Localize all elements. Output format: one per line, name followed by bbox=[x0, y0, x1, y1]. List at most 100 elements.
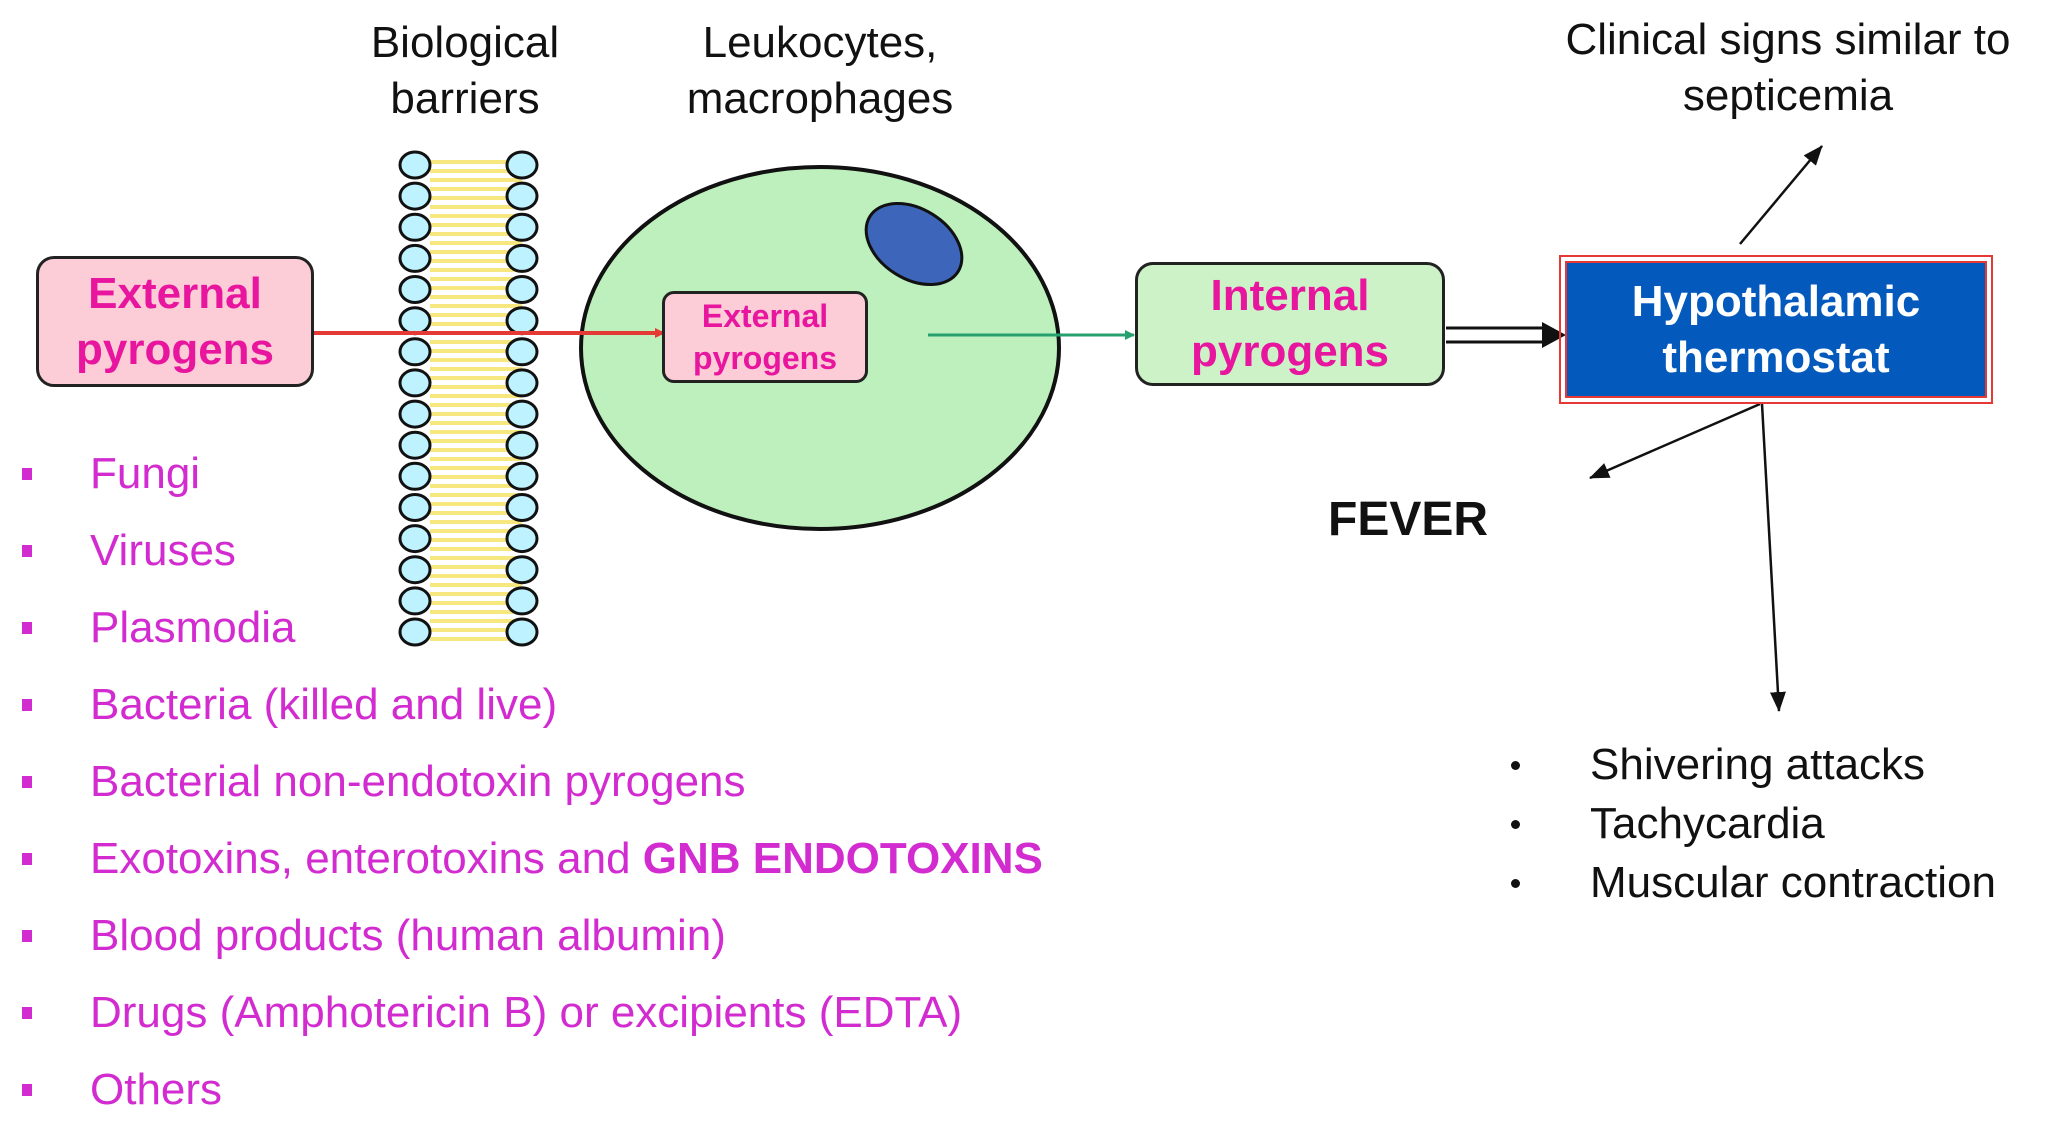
membrane-stripe bbox=[430, 439, 522, 443]
leukocytes-line-1: Leukocytes, bbox=[702, 18, 938, 67]
external-pyrogens-box: External pyrogens bbox=[36, 256, 314, 387]
membrane-stripe bbox=[430, 637, 522, 641]
membrane-bead bbox=[505, 275, 539, 304]
membrane-bead bbox=[505, 212, 539, 242]
membrane-stripe bbox=[430, 286, 522, 290]
membrane-stripe bbox=[430, 502, 522, 506]
membrane-bead bbox=[398, 275, 432, 304]
membrane-stripe bbox=[430, 385, 522, 389]
hypothalamic-line-1: Hypothalamic bbox=[1631, 276, 1921, 326]
membrane-bead bbox=[398, 399, 432, 429]
clinical-signs-label: Clinical signs similar to septicemia bbox=[1528, 12, 2048, 124]
list-item: Shivering attacks bbox=[1511, 737, 2051, 796]
list-item: Muscular contraction bbox=[1511, 855, 2051, 914]
membrane-bead bbox=[398, 617, 432, 647]
membrane-stripe bbox=[430, 448, 522, 452]
membrane-bead bbox=[505, 555, 539, 585]
membrane-stripe bbox=[430, 322, 522, 326]
membrane-stripe bbox=[430, 223, 522, 227]
membrane-stripe bbox=[430, 583, 522, 587]
membrane-stripe bbox=[430, 592, 522, 596]
membrane-stripe bbox=[430, 466, 522, 470]
membrane-stripe bbox=[430, 349, 522, 353]
arrow-to-symptoms bbox=[1760, 403, 1786, 712]
membrane-stripe bbox=[430, 538, 522, 542]
membrane-core bbox=[428, 155, 522, 645]
membrane-bead bbox=[505, 430, 539, 460]
list-item: Plasmodia bbox=[22, 598, 1242, 675]
membrane-stripe bbox=[430, 259, 522, 263]
membrane-bead bbox=[398, 181, 432, 211]
membrane-bead bbox=[398, 430, 432, 460]
membrane-stripe bbox=[430, 574, 522, 578]
membrane-stripe bbox=[430, 628, 522, 632]
membrane-stripe bbox=[430, 547, 522, 551]
gnb-endotoxins-emphasis: GNB ENDOTOXINS bbox=[642, 834, 1043, 883]
membrane-bead bbox=[505, 524, 539, 554]
arrow-to-clinical-signs bbox=[1739, 145, 1823, 245]
membrane-stripe bbox=[430, 160, 522, 164]
membrane-stripe bbox=[430, 277, 522, 281]
membrane-bead bbox=[505, 493, 539, 522]
list-item: Viruses bbox=[22, 521, 1242, 598]
membrane-bead bbox=[505, 243, 539, 273]
membrane-stripe bbox=[430, 295, 522, 299]
membrane-bead bbox=[505, 399, 539, 429]
membrane-bead bbox=[398, 150, 432, 180]
biological-barriers-line-2: barriers bbox=[390, 74, 540, 123]
membrane-bead bbox=[505, 181, 539, 211]
membrane-stripe bbox=[430, 457, 522, 461]
membrane-stripe bbox=[430, 304, 522, 308]
cell-nucleus bbox=[864, 201, 964, 287]
membrane-stripe bbox=[430, 520, 522, 524]
membrane-bead bbox=[398, 524, 432, 554]
hypothalamic-thermostat-box: Hypothalamic thermostat bbox=[1565, 261, 1987, 398]
arrow-to-fever bbox=[1589, 402, 1761, 480]
membrane-stripe bbox=[430, 358, 522, 362]
membrane-stripe bbox=[430, 601, 522, 605]
inner-external-pyrogens-line-2: pyrogens bbox=[692, 340, 838, 376]
membrane-stripe bbox=[430, 619, 522, 623]
membrane-stripe bbox=[430, 340, 522, 344]
inner-external-pyrogens-box: External pyrogens bbox=[662, 291, 868, 383]
biological-barriers-label: Biological barriers bbox=[340, 15, 590, 127]
membrane-stripe bbox=[430, 196, 522, 200]
membrane-bead bbox=[398, 555, 432, 585]
membrane-stripe bbox=[430, 187, 522, 191]
fever-label: FEVER bbox=[1328, 493, 1489, 546]
membrane-bead bbox=[505, 306, 539, 336]
list-item-toxins: Exotoxins, enterotoxins and GNB ENDOTOXI… bbox=[22, 829, 1242, 906]
membrane-stripe bbox=[430, 205, 522, 209]
membrane-stripe bbox=[430, 610, 522, 614]
membrane-bead bbox=[505, 617, 539, 647]
membrane-bead bbox=[505, 368, 539, 398]
toxins-prefix: Exotoxins, enterotoxins and bbox=[90, 834, 643, 883]
membrane-stripe bbox=[430, 232, 522, 236]
double-arrow-to-thermostat bbox=[1446, 322, 1566, 348]
membrane-stripe bbox=[430, 376, 522, 380]
membrane-bead bbox=[398, 337, 432, 367]
membrane-stripe bbox=[430, 250, 522, 254]
list-item: Drugs (Amphotericin B) or excipients (ED… bbox=[22, 983, 1242, 1060]
membrane-stripe bbox=[430, 421, 522, 425]
internal-pyrogens-box: Internal pyrogens bbox=[1135, 262, 1445, 386]
membrane-stripe bbox=[430, 214, 522, 218]
hypothalamic-line-2: thermostat bbox=[1662, 332, 1890, 382]
membrane-bead bbox=[505, 150, 539, 180]
membrane-stripe bbox=[430, 484, 522, 488]
external-pyrogens-line-1: External bbox=[88, 268, 262, 318]
membrane-stripe bbox=[430, 556, 522, 560]
leukocytes-label: Leukocytes, macrophages bbox=[650, 15, 990, 127]
membrane-stripe bbox=[430, 169, 522, 173]
membrane-stripe bbox=[430, 403, 522, 407]
membrane-stripe bbox=[430, 241, 522, 245]
membrane-stripes bbox=[430, 160, 522, 641]
list-item: Blood products (human albumin) bbox=[22, 906, 1242, 983]
list-item: Tachycardia bbox=[1511, 796, 2051, 855]
membrane-stripe bbox=[430, 511, 522, 515]
membrane-bead bbox=[398, 368, 432, 398]
membrane-stripe bbox=[430, 268, 522, 272]
list-item: Others bbox=[22, 1060, 1242, 1137]
membrane-stripe bbox=[430, 529, 522, 533]
external-pyrogens-line-2: pyrogens bbox=[75, 324, 275, 374]
